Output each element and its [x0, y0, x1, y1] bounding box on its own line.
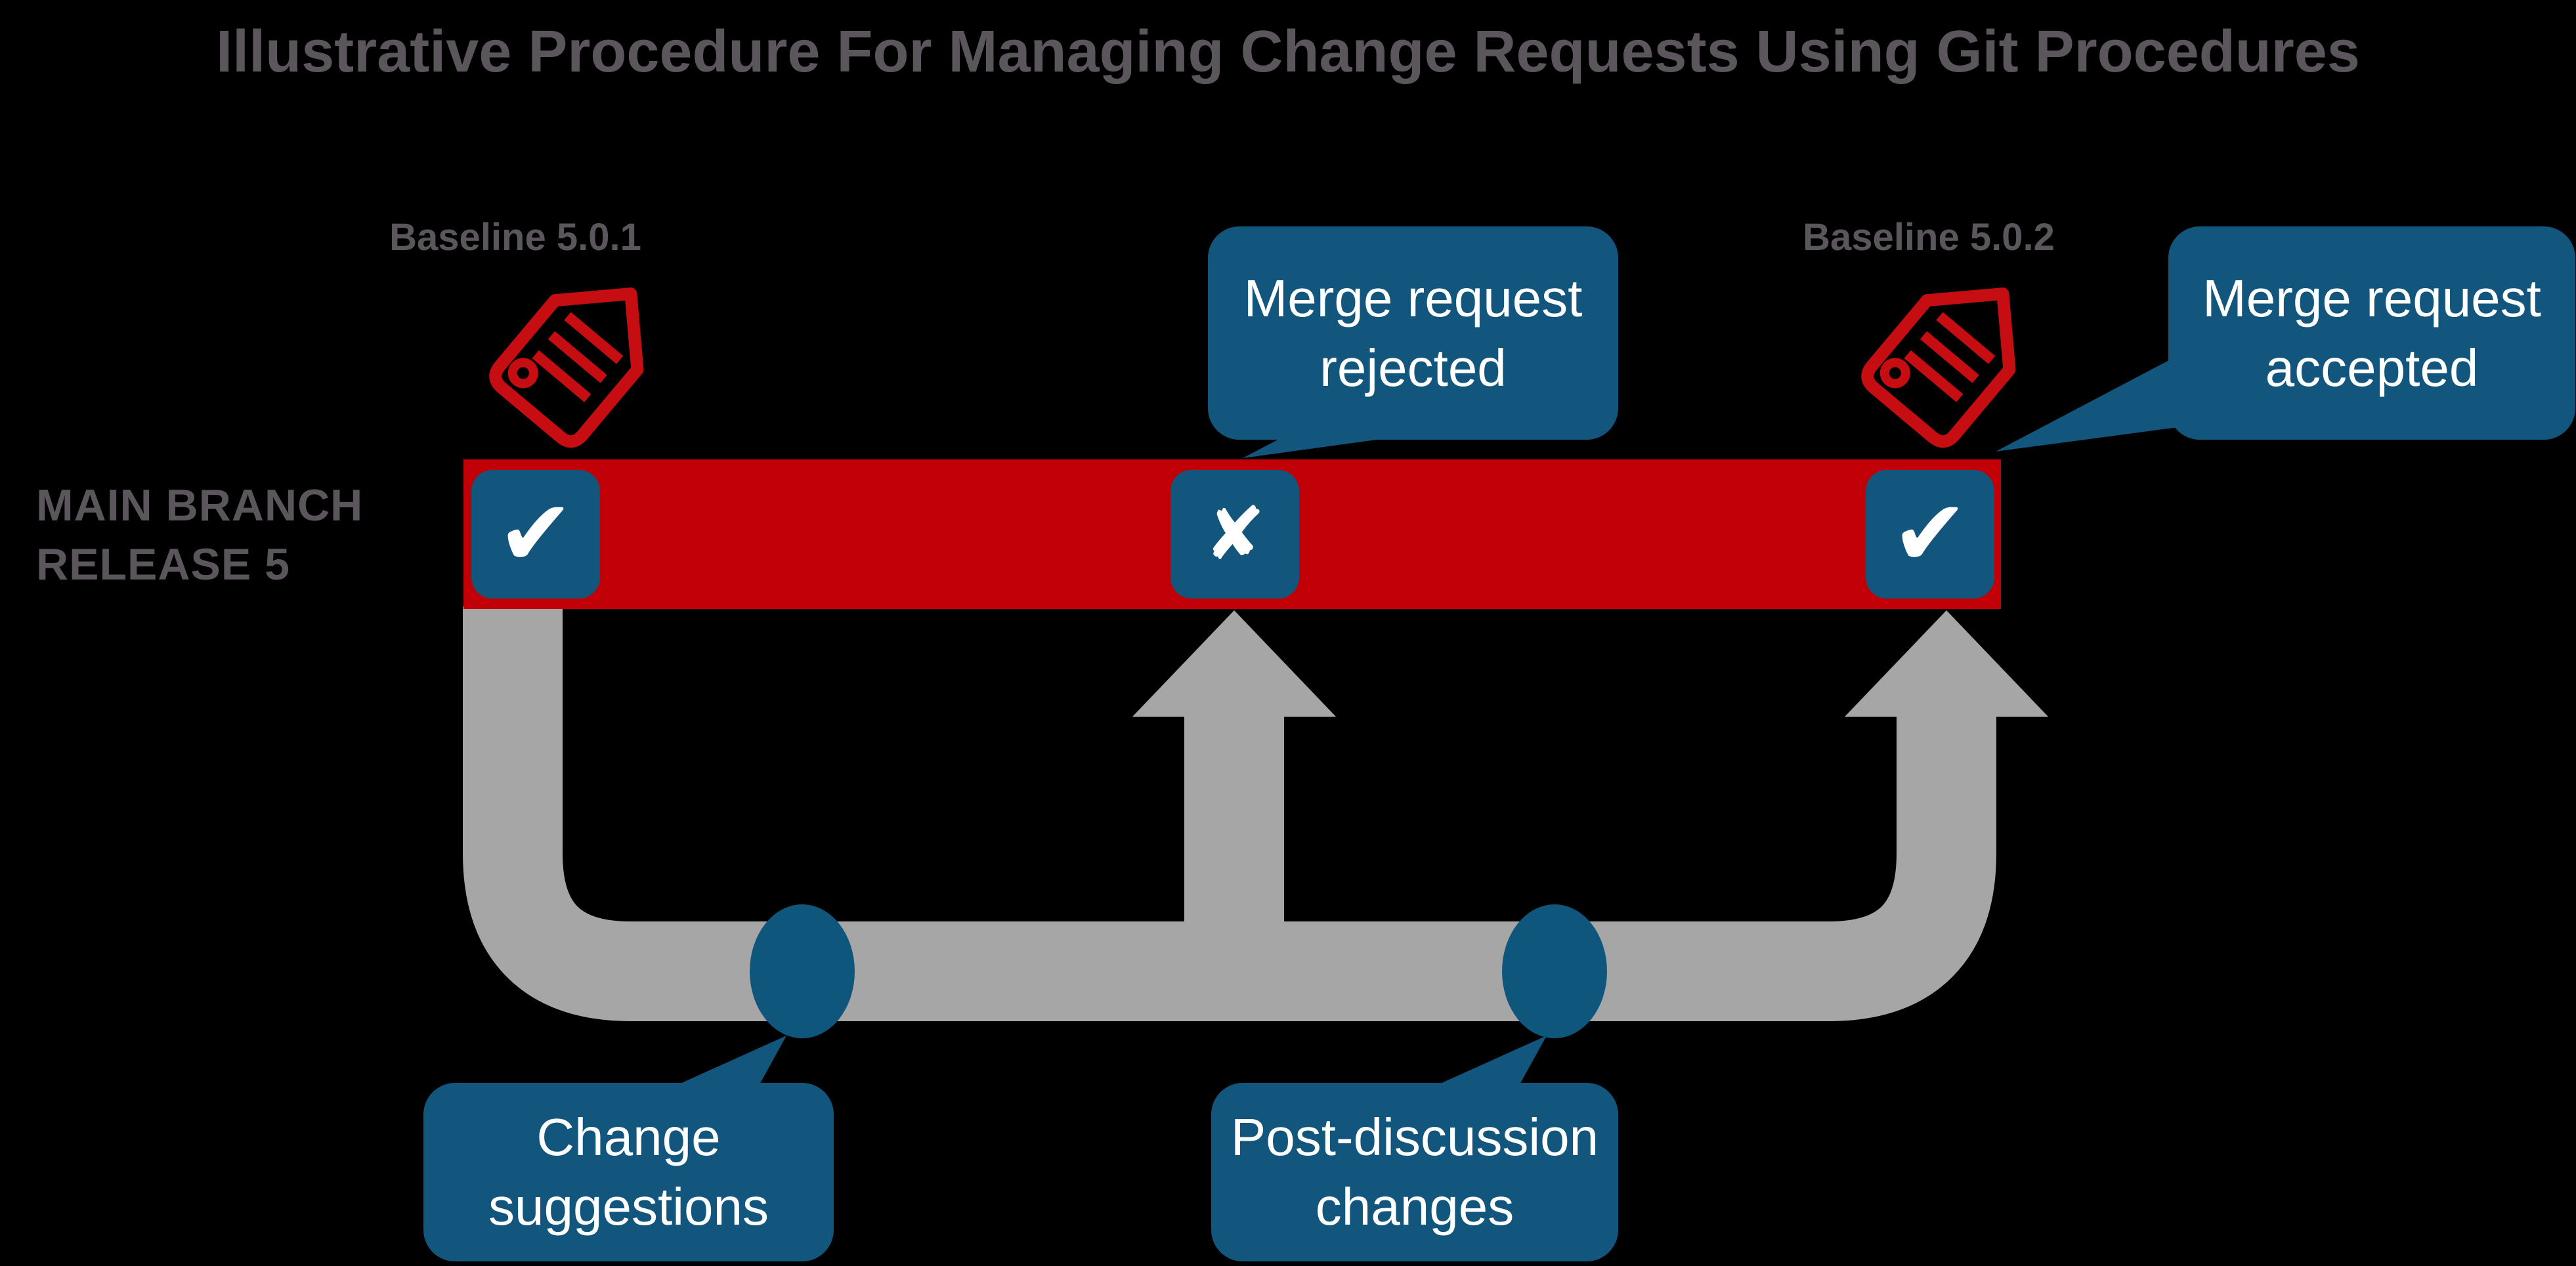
- callout-change-suggestions-line2: suggestions: [488, 1177, 769, 1236]
- callout-post-discussion-line1: Post-discussion: [1230, 1108, 1599, 1167]
- callout-post-discussion: Post-discussion changes: [1211, 1083, 1618, 1261]
- callout-change-suggestions-line1: Change: [536, 1108, 721, 1167]
- callout-tail-post-discussion: [1420, 1036, 1547, 1093]
- x-icon: ✘: [1204, 492, 1266, 577]
- tag-icon: [1861, 287, 2016, 448]
- commit-dot-change-suggestions: [750, 904, 855, 1038]
- callout-merge-rejected-line2: rejected: [1320, 338, 1507, 397]
- commit-dot-post-discussion: [1502, 904, 1607, 1038]
- tag-icon: [489, 287, 644, 448]
- diagram-title: Illustrative Procedure For Managing Chan…: [216, 19, 2360, 85]
- callout-merge-rejected-line1: Merge request: [1243, 268, 1583, 327]
- commit-approved-2: ✔: [1866, 470, 1994, 599]
- commit-approved-1: ✔: [471, 470, 600, 599]
- main-branch-label-line2: RELEASE 5: [36, 539, 290, 589]
- callout-merge-accepted-line2: accepted: [2265, 338, 2479, 397]
- main-branch-label-line1: MAIN BRANCH: [36, 480, 364, 530]
- main-branch-label: MAIN BRANCH RELEASE 5: [36, 476, 363, 595]
- callout-merge-rejected: Merge request rejected: [1208, 226, 1618, 440]
- callout-merge-accepted: Merge request accepted: [2168, 226, 2575, 440]
- callout-tail-merge-accepted: [1996, 348, 2193, 452]
- baseline-501-label: Baseline 5.0.1: [389, 216, 641, 259]
- commit-rejected: ✘: [1170, 470, 1299, 599]
- callout-change-suggestions: Change suggestions: [423, 1083, 834, 1261]
- check-icon: ✔: [1891, 480, 1969, 587]
- callout-post-discussion-line2: changes: [1315, 1177, 1514, 1236]
- merge-arrow-accepted-head-icon: [1845, 610, 2048, 717]
- callout-tail-change-suggestions: [660, 1036, 786, 1093]
- check-icon: ✔: [497, 480, 574, 587]
- baseline-502-label: Baseline 5.0.2: [1803, 216, 2055, 259]
- merge-arrow-rejected-head-icon: [1132, 610, 1336, 717]
- callout-merge-accepted-line1: Merge request: [2202, 268, 2541, 327]
